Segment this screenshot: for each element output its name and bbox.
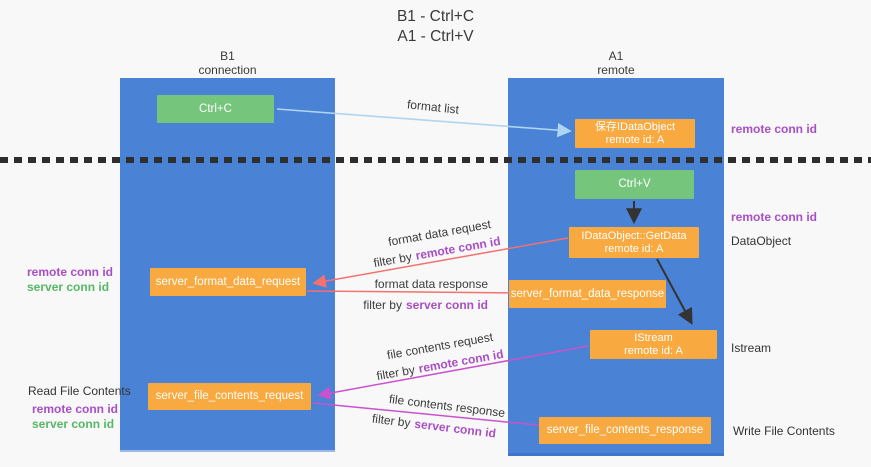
format-data-response-label: format data response (374, 277, 488, 291)
istream-side-label: Istream (731, 341, 772, 355)
save-idataobject-line2: remote id: A (605, 133, 665, 146)
server-format-data-response-box: server_format_data_response (509, 280, 666, 308)
getdata-line1: IDataObject::GetData (581, 229, 687, 242)
ctrl-v-label: Ctrl+V (618, 178, 651, 190)
filter-by-text: filter by (372, 249, 413, 271)
server-format-data-request-box: server_format_data_request (150, 268, 306, 296)
lifeline-b1-name: B1 (220, 49, 235, 63)
title-line-1: B1 - Ctrl+C (396, 8, 475, 25)
server-conn-id-text: server conn id (405, 298, 488, 312)
left-remote-conn-id-1-label: remote conn id (27, 265, 114, 279)
server-file-contents-response-box: server_file_contents_response (539, 417, 711, 444)
dataobject-label: DataObject (731, 234, 792, 248)
right-remote-conn-id-mid-label: remote conn id (731, 210, 818, 224)
lifeline-b1-role: connection (198, 63, 257, 77)
server-file-contents-request-box: server_file_contents_request (148, 383, 311, 410)
format-list-label: format list (406, 97, 460, 117)
filter-by-text: filter by (363, 298, 402, 312)
lifeline-header-a1: A1 remote (508, 49, 724, 77)
ctrl-c-box: Ctrl+C (157, 95, 274, 123)
lifeline-header-b1: B1 connection (120, 49, 335, 77)
server-format-data-response-label: server_format_data_response (510, 287, 665, 300)
left-server-conn-id-1-label: server conn id (27, 280, 110, 294)
filter-by-text: filter by (375, 362, 416, 384)
lifeline-a1-name: A1 (608, 49, 624, 63)
ctrl-v-box: Ctrl+V (575, 170, 694, 199)
istream-box: IStream remote id: A (590, 330, 717, 359)
diagram-title: B1 - Ctrl+C A1 - Ctrl+V (0, 7, 871, 47)
write-file-contents-label: Write File Contents (733, 424, 835, 438)
title-line-2: A1 - Ctrl+V (397, 28, 474, 45)
server-file-contents-response-label: server_file_contents_response (546, 424, 704, 436)
phase-separator-dashed-line (0, 157, 871, 163)
ctrl-c-label: Ctrl+C (199, 102, 232, 115)
save-idataobject-box: 保存IDataObject remote id: A (575, 119, 695, 148)
idataobject-getdata-box: IDataObject::GetData remote id: A (569, 227, 699, 258)
server-file-contents-request-label: server_file_contents_request (155, 390, 304, 402)
server-format-data-request-label: server_format_data_request (155, 275, 301, 288)
lifeline-a1-role: remote (597, 63, 635, 77)
right-remote-conn-id-top-label: remote conn id (731, 122, 818, 136)
left-remote-conn-id-2-label: remote conn id (32, 402, 119, 416)
save-idataobject-line1: 保存IDataObject (594, 120, 676, 133)
filter-by-text: filter by (371, 411, 412, 431)
server-conn-id-text: server conn id (413, 416, 497, 441)
arrow-format-data-response (306, 286, 531, 300)
left-server-conn-id-2-label: server conn id (32, 417, 115, 431)
read-file-contents-label: Read File Contents (28, 384, 131, 398)
istream-line1: IStream (634, 331, 673, 344)
getdata-line2: remote id: A (604, 242, 664, 255)
istream-line2: remote id: A (624, 344, 683, 357)
